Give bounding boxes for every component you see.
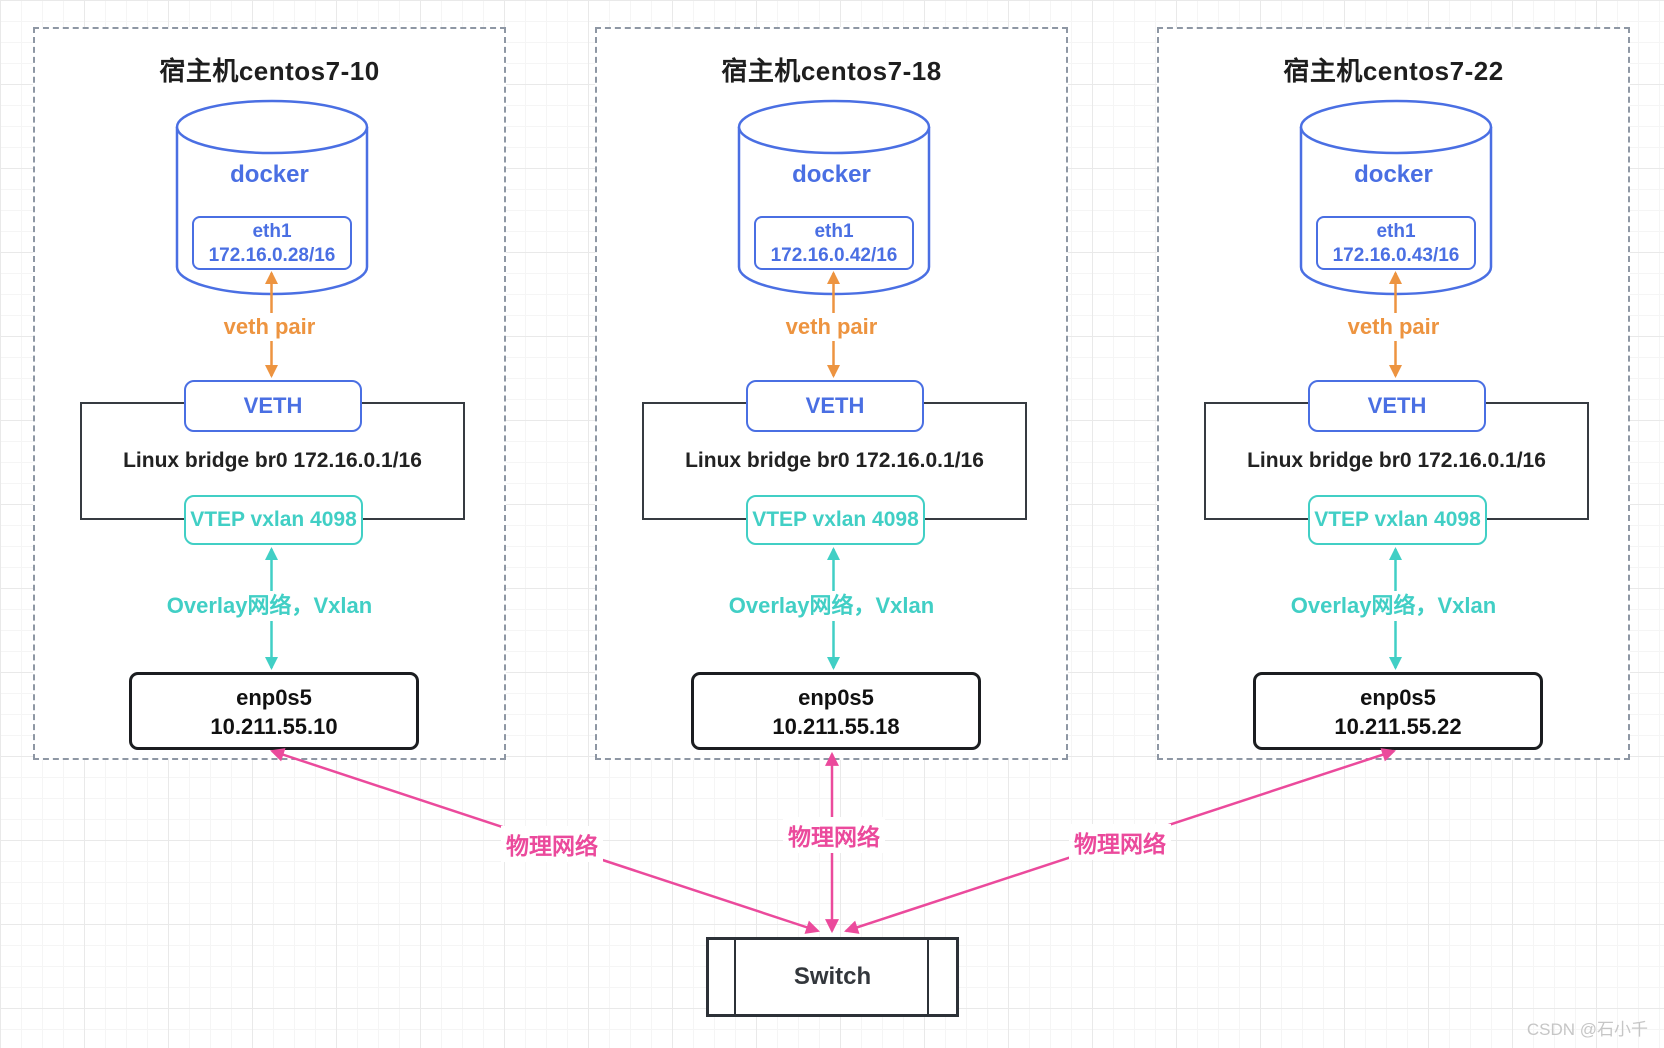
eth-ip: 172.16.0.43/16 [1332, 245, 1460, 266]
physical-network-label: 物理网络 [501, 826, 603, 862]
linux-bridge-label: Linux bridge br0 172.16.0.1/16 [1247, 449, 1546, 472]
host-box-centos7-22: 宿主机centos7-22 docker eth1 172.16.0.43/16… [1157, 27, 1630, 760]
nic-ip: 10.211.55.22 [1334, 714, 1462, 739]
veth-pair-label: veth pair [1342, 313, 1445, 341]
switch-left-bar [734, 940, 736, 1014]
eth-name: eth1 [252, 221, 292, 242]
host-box-centos7-10: 宿主机centos7-10 docker eth1 172.16.0.28/16… [33, 27, 506, 760]
host-nic-box: enp0s5 10.211.55.22 [1253, 672, 1543, 750]
switch-box: Switch [706, 937, 959, 1017]
eth-ip: 172.16.0.28/16 [208, 245, 336, 266]
nic-name: enp0s5 [798, 685, 874, 710]
watermark: CSDN @石小千 [1526, 1020, 1648, 1039]
nic-name: enp0s5 [236, 685, 312, 710]
veth-pair-label: veth pair [218, 313, 321, 341]
veth-pair-label: veth pair [780, 313, 883, 341]
host-nic-box: enp0s5 10.211.55.18 [691, 672, 981, 750]
nic-ip: 10.211.55.18 [772, 714, 900, 739]
docker-label: docker [792, 161, 871, 188]
container-eth-box: eth1 172.16.0.42/16 [754, 216, 914, 270]
host-box-centos7-18: 宿主机centos7-18 docker eth1 172.16.0.42/16… [595, 27, 1068, 760]
veth-box: VETH [1308, 380, 1486, 432]
eth-ip: 172.16.0.42/16 [770, 245, 898, 266]
container-eth-box: eth1 172.16.0.28/16 [192, 216, 352, 270]
linux-bridge-label: Linux bridge br0 172.16.0.1/16 [123, 449, 422, 472]
overlay-network-label: Overlay网络，Vxlan [723, 591, 940, 621]
host-title: 宿主机centos7-10 [159, 56, 380, 86]
host-title: 宿主机centos7-22 [1283, 56, 1504, 86]
switch-label: Switch [793, 963, 872, 990]
veth-box: VETH [184, 380, 362, 432]
overlay-network-label: Overlay网络，Vxlan [161, 591, 378, 621]
docker-label: docker [230, 161, 309, 188]
physical-network-label: 物理网络 [1069, 824, 1171, 860]
nic-ip: 10.211.55.10 [210, 714, 338, 739]
physical-network-label: 物理网络 [783, 817, 885, 853]
eth-name: eth1 [1376, 221, 1416, 242]
vtep-box: VTEP vxlan 4098 [184, 495, 363, 545]
host-title: 宿主机centos7-18 [721, 56, 942, 86]
nic-name: enp0s5 [1360, 685, 1436, 710]
vtep-box: VTEP vxlan 4098 [746, 495, 925, 545]
eth-name: eth1 [814, 221, 854, 242]
vtep-box: VTEP vxlan 4098 [1308, 495, 1487, 545]
overlay-network-label: Overlay网络，Vxlan [1285, 591, 1502, 621]
docker-label: docker [1354, 161, 1433, 188]
linux-bridge-label: Linux bridge br0 172.16.0.1/16 [685, 449, 984, 472]
container-eth-box: eth1 172.16.0.43/16 [1316, 216, 1476, 270]
switch-right-bar [927, 940, 929, 1014]
veth-box: VETH [746, 380, 924, 432]
host-nic-box: enp0s5 10.211.55.10 [129, 672, 419, 750]
